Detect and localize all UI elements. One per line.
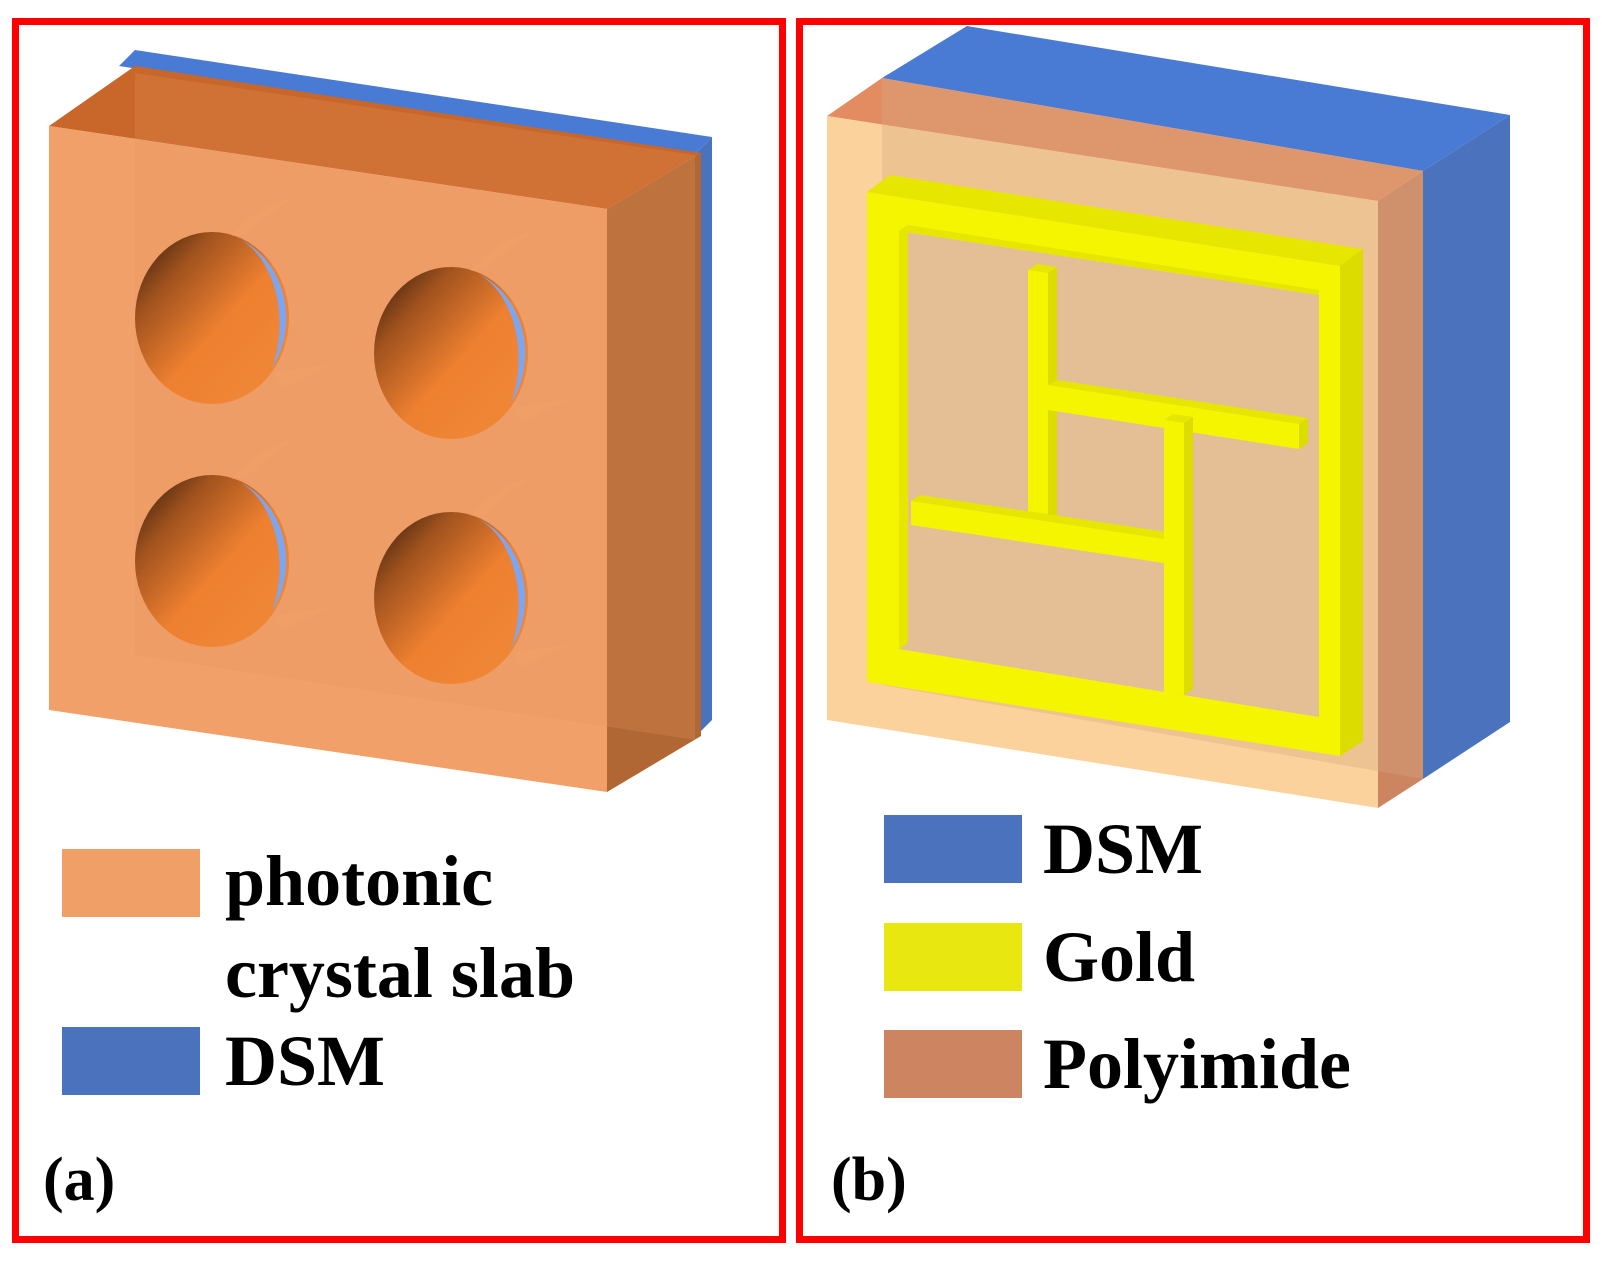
hole: [374, 233, 571, 439]
legend-swatch-slab: [62, 849, 200, 917]
legend-label-gold: Gold: [1043, 917, 1196, 997]
dsm-layer-side: [1423, 115, 1510, 779]
dsm-layer-top: [882, 26, 1510, 171]
legend-swatch-dsm: [884, 815, 1022, 883]
panel-a: photonic crystal slab DSM (a): [12, 18, 786, 1243]
legend-label-photonic: photonic: [225, 841, 494, 921]
panel-b: DSM Gold Polyimide (b): [796, 18, 1590, 1243]
polyimide-side: [1378, 171, 1423, 808]
legend-swatch-gold: [884, 923, 1022, 991]
slab-top-face: [49, 66, 701, 209]
legend-label-dsm: DSM: [225, 1021, 385, 1101]
legend-label-polyimide: Polyimide: [1043, 1024, 1351, 1104]
hole: [135, 198, 332, 404]
dsm-layer-top: [119, 50, 712, 153]
gold-cross: [911, 264, 1308, 695]
slab-side-face: [607, 153, 701, 792]
gold-ring: [867, 175, 1363, 756]
legend-label-dsm: DSM: [1043, 809, 1203, 889]
legend-label-crystal-slab: crystal slab: [225, 933, 575, 1013]
legend-swatch-dsm: [62, 1027, 200, 1095]
panel-tag-a: (a): [43, 1146, 116, 1214]
legend-swatch-polyimide: [884, 1030, 1022, 1098]
hole: [374, 478, 571, 684]
panel-tag-b: (b): [831, 1146, 907, 1214]
hole: [135, 441, 332, 647]
photonic-crystal-slab-illustration: [49, 50, 712, 792]
metamaterial-unit-cell-illustration: [827, 26, 1510, 808]
polyimide-top: [827, 78, 1423, 201]
